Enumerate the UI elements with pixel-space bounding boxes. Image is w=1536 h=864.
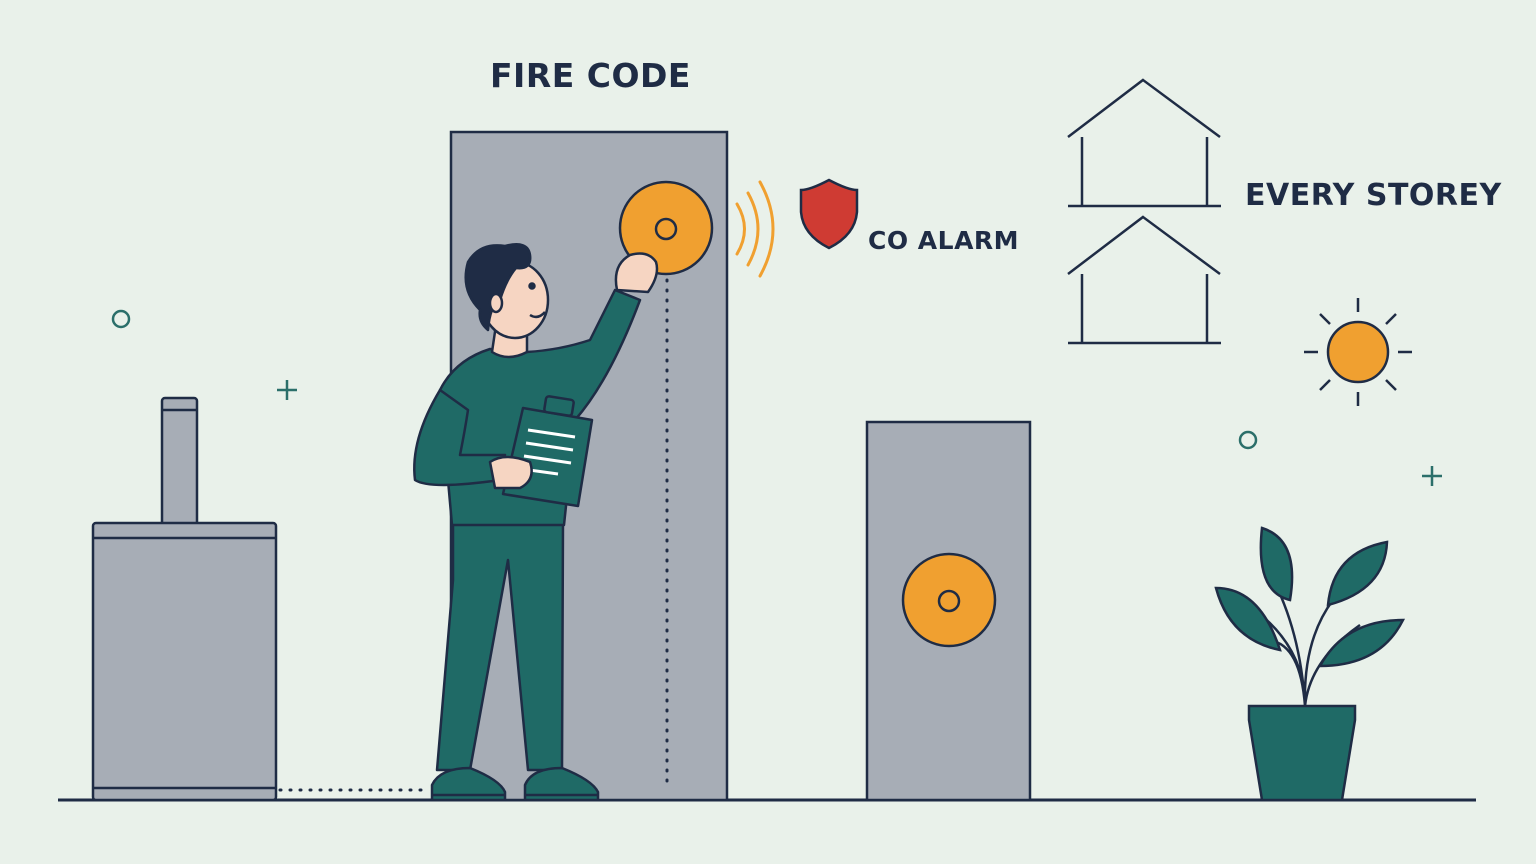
furnace <box>91 396 278 802</box>
co-alarm-device-secondary <box>901 552 997 648</box>
sparkle-circle-icon <box>1238 430 1258 450</box>
house-icon <box>1067 215 1221 345</box>
co-alarm-label: CO ALARM <box>868 226 1020 255</box>
fire-code-label: FIRE CODE <box>490 56 691 95</box>
sparkle-plus-icon <box>1422 466 1442 486</box>
every-storey-label: EVERY STOREY <box>1245 178 1502 213</box>
technician-figure <box>413 243 659 802</box>
sparkle-circle-icon <box>111 309 131 329</box>
alarm-signal-icon <box>735 180 775 278</box>
shield-icon <box>799 178 859 250</box>
house-icon <box>1067 78 1221 208</box>
sparkle-plus-icon <box>277 380 297 400</box>
potted-plant <box>1214 526 1406 802</box>
sun-icon <box>1304 298 1412 406</box>
co-alarm-device <box>618 180 714 276</box>
